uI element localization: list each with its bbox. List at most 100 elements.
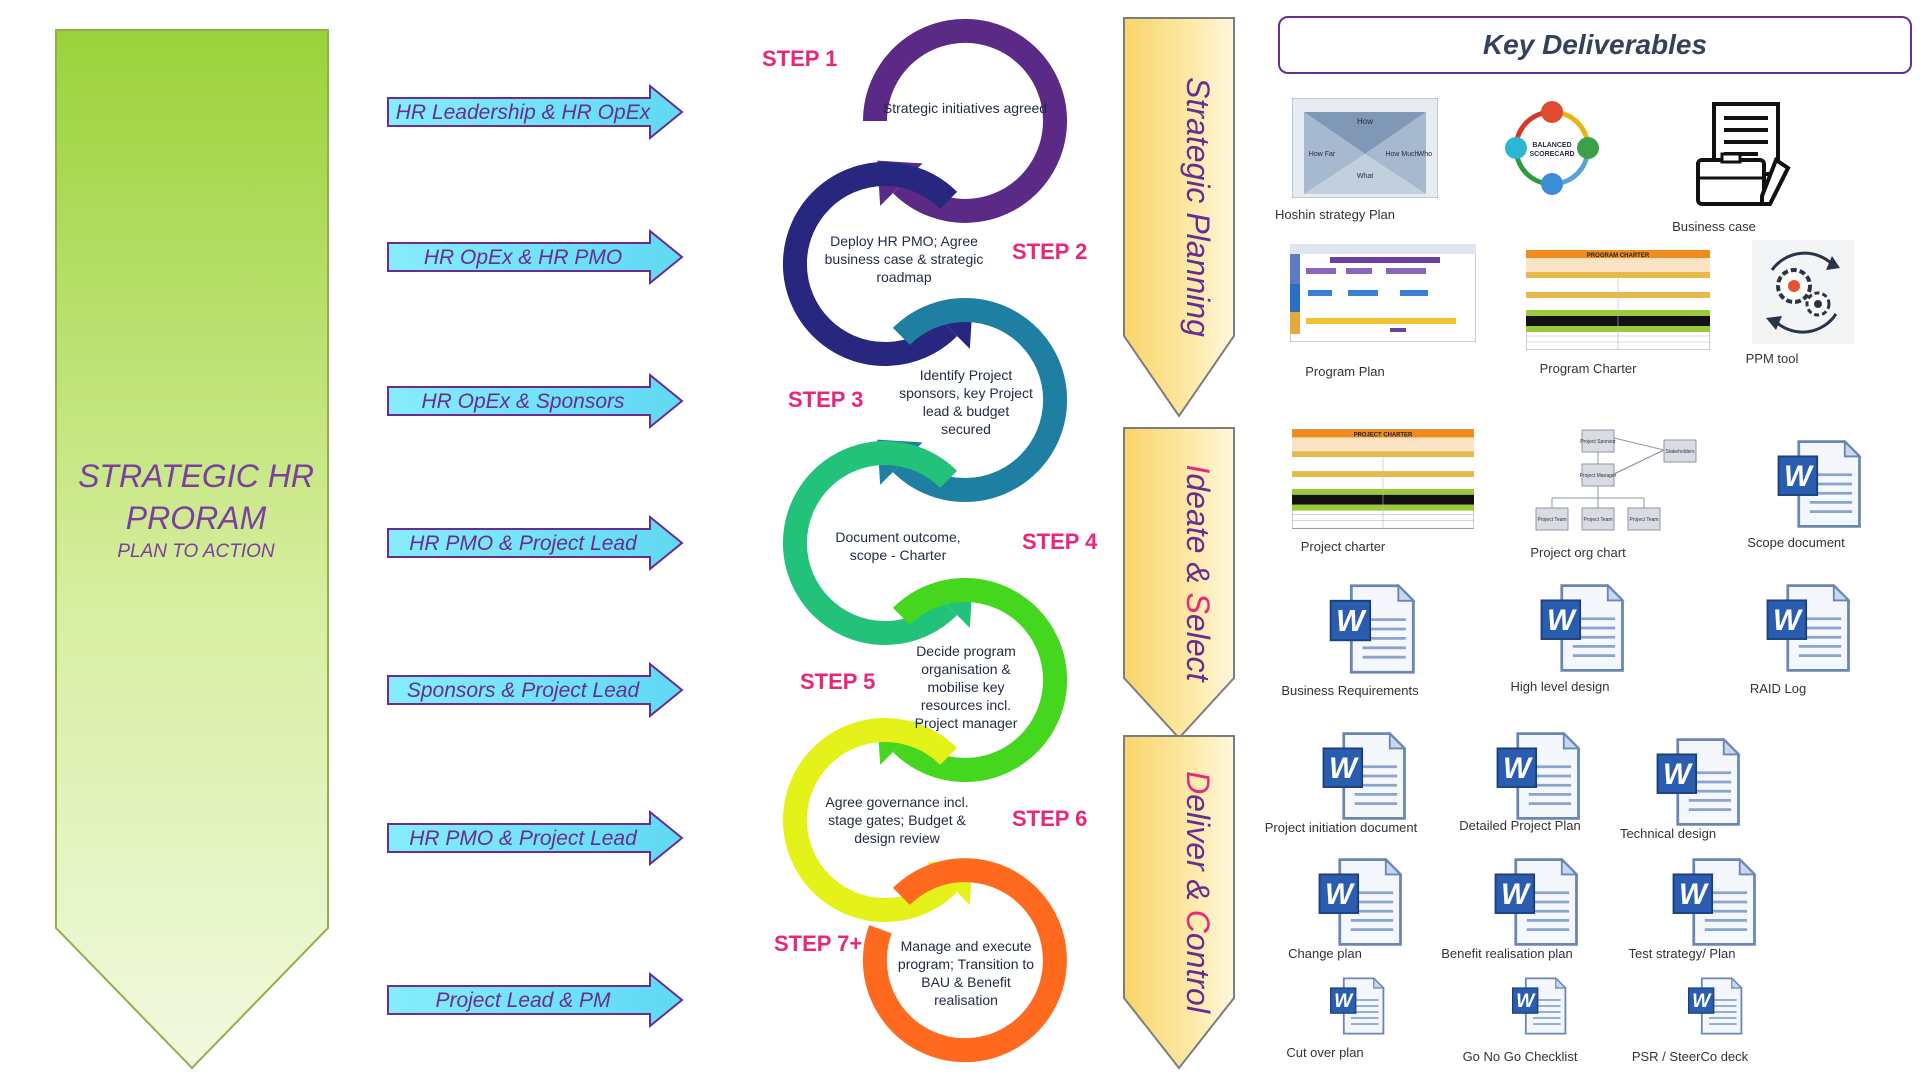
phase-3: Deliver & Control <box>1123 735 1235 1070</box>
stakeholder-arrow-label: HR PMO & Project Lead <box>409 532 638 555</box>
svg-text:How Far: How Far <box>1309 151 1336 158</box>
deliverable-label: Project org chart <box>1530 545 1626 560</box>
charter-table-icon: PROGRAM CHARTER <box>1525 249 1711 355</box>
svg-text:W: W <box>1679 878 1709 911</box>
step-7-description: Manage and execute program; Transition t… <box>897 938 1035 1008</box>
svg-text:PROJECT CHARTER: PROJECT CHARTER <box>1354 432 1413 438</box>
svg-text:Project Sponsor: Project Sponsor <box>1580 439 1616 445</box>
hoshin-matrix-icon: How How Far How Much What Who <box>1291 97 1439 203</box>
step-1-description: Strategic initiatives agreed <box>882 100 1048 116</box>
stakeholder-arrow-shape <box>387 228 684 286</box>
svg-text:W: W <box>1334 991 1354 1012</box>
stakeholder-arrow-shape <box>387 809 684 867</box>
key-deliverables-header: Key Deliverables <box>1278 16 1912 74</box>
deliverable-label: Technical design <box>1619 826 1717 841</box>
deliverable-label: Program Charter <box>1539 361 1637 376</box>
step-5-label: STEP 5 <box>800 669 875 694</box>
word-doc-icon: W <box>1772 438 1866 535</box>
svg-text:How Much: How Much <box>1385 151 1418 158</box>
stakeholder-arrow-label: HR OpEx & Sponsors <box>421 390 625 413</box>
strategic-program-chevron <box>55 29 329 1070</box>
word-doc-icon: W <box>1490 730 1586 827</box>
org-chart-icon: Project Sponsor Project Manager Stakehol… <box>1532 428 1720 539</box>
phase-label: Deliver & Control <box>1180 771 1216 1014</box>
step-arc-path <box>782 718 958 922</box>
step-1-label: STEP 1 <box>762 46 837 71</box>
step-7-arc <box>862 858 1067 1063</box>
svg-text:W: W <box>1516 991 1536 1012</box>
svg-text:W: W <box>1547 604 1577 637</box>
svg-text:W: W <box>1501 878 1531 911</box>
stakeholder-arrow-shape <box>387 83 684 141</box>
deliverable-label: RAID Log <box>1749 681 1807 696</box>
word-doc-icon: W <box>1318 976 1396 1041</box>
gantt-chart-icon <box>1289 243 1477 347</box>
stakeholder-arrow-7: Project Lead & PM <box>387 971 684 1029</box>
deliverable-label: Hoshin strategy Plan <box>1275 207 1395 222</box>
phase-2: Ideate & Select <box>1123 427 1235 740</box>
word-doc-icon: W <box>1534 582 1630 679</box>
svg-text:W: W <box>1784 460 1814 493</box>
stakeholder-arrow-3: HR OpEx & Sponsors <box>387 372 684 430</box>
deliverable-label: Change plan <box>1288 946 1362 961</box>
word-doc-icon: W <box>1760 582 1856 679</box>
phase-1: Strategic Planning <box>1123 17 1235 418</box>
stakeholder-arrow-label: Project Lead & PM <box>435 989 611 1012</box>
step-arc-path <box>862 858 1067 1063</box>
stakeholder-arrow-2: HR OpEx & HR PMO <box>387 228 684 286</box>
program-title-line2: PRORAM <box>125 500 267 536</box>
deliverable-label: Cut over plan <box>1286 1045 1364 1060</box>
step-3-description: Identify Project sponsors, key Project l… <box>899 367 1033 437</box>
svg-text:W: W <box>1503 752 1533 785</box>
svg-text:W: W <box>1329 752 1359 785</box>
step-arc-path <box>782 162 958 366</box>
svg-text:SCORECARD: SCORECARD <box>1529 151 1574 158</box>
program-title-line1: STRATEGIC HR <box>78 458 314 494</box>
phase-chevron <box>1123 427 1235 740</box>
gears-cycle-icon <box>1752 240 1854 349</box>
deliverable-label: Program Plan <box>1305 364 1385 379</box>
svg-text:Who: Who <box>1418 151 1433 158</box>
charter-table-icon: PROJECT CHARTER <box>1291 428 1475 535</box>
step-arc-path <box>892 298 1068 502</box>
stakeholder-arrow-shape <box>387 514 684 572</box>
svg-text:W: W <box>1325 878 1355 911</box>
phase-label: Strategic Planning <box>1180 77 1216 337</box>
word-doc-icon: W <box>1650 736 1746 833</box>
svg-text:Project Manager: Project Manager <box>1580 473 1617 479</box>
word-doc-icon: W <box>1324 582 1420 681</box>
balanced-scorecard-icon: BALANCED SCORECARD <box>1498 96 1606 205</box>
deliverable-label: Business Requirements <box>1281 683 1419 698</box>
stakeholder-arrow-label: HR PMO & Project Lead <box>409 827 638 850</box>
stakeholder-arrow-label: HR OpEx & HR PMO <box>424 246 622 269</box>
deliverable-label: Business case <box>1672 219 1756 234</box>
stakeholder-arrow-6: HR PMO & Project Lead <box>387 809 684 867</box>
deliverable-label: Project charter <box>1300 539 1386 554</box>
step-6-description: Agree governance incl. stage gates; Budg… <box>825 794 969 846</box>
word-doc-icon: W <box>1488 856 1584 953</box>
svg-text:How: How <box>1357 117 1373 126</box>
deliverable-label: High level design <box>1510 679 1610 694</box>
svg-text:Stakeholders: Stakeholders <box>1665 449 1695 455</box>
step-5-description: Decide program organisation & mobilise k… <box>914 643 1018 731</box>
deliverable-label: Scope document <box>1747 535 1845 550</box>
svg-text:W: W <box>1336 605 1367 638</box>
svg-text:What: What <box>1357 173 1373 180</box>
deliverable-label: Go No Go Checklist <box>1462 1049 1578 1064</box>
step-6-label: STEP 6 <box>1012 806 1087 831</box>
phase-chevron <box>1123 735 1235 1070</box>
step-7-label: STEP 7+ <box>774 931 862 956</box>
phase-chevron <box>1123 17 1235 418</box>
step-arc-path <box>892 578 1068 782</box>
word-doc-icon: W <box>1316 730 1412 827</box>
deliverable-label: Test strategy/ Plan <box>1628 946 1736 961</box>
step-4-label: STEP 4 <box>1022 529 1098 554</box>
word-doc-icon: W <box>1666 856 1762 953</box>
stakeholder-arrow-shape <box>387 372 684 430</box>
stakeholder-arrow-label: Sponsors & Project Lead <box>407 679 641 702</box>
stakeholder-arrow-1: HR Leadership & HR OpEx <box>387 83 684 141</box>
step-2-description: Deploy HR PMO; Agree business case & str… <box>824 233 984 285</box>
svg-text:W: W <box>1663 758 1693 791</box>
deliverable-label: PPM tool <box>1745 351 1799 366</box>
